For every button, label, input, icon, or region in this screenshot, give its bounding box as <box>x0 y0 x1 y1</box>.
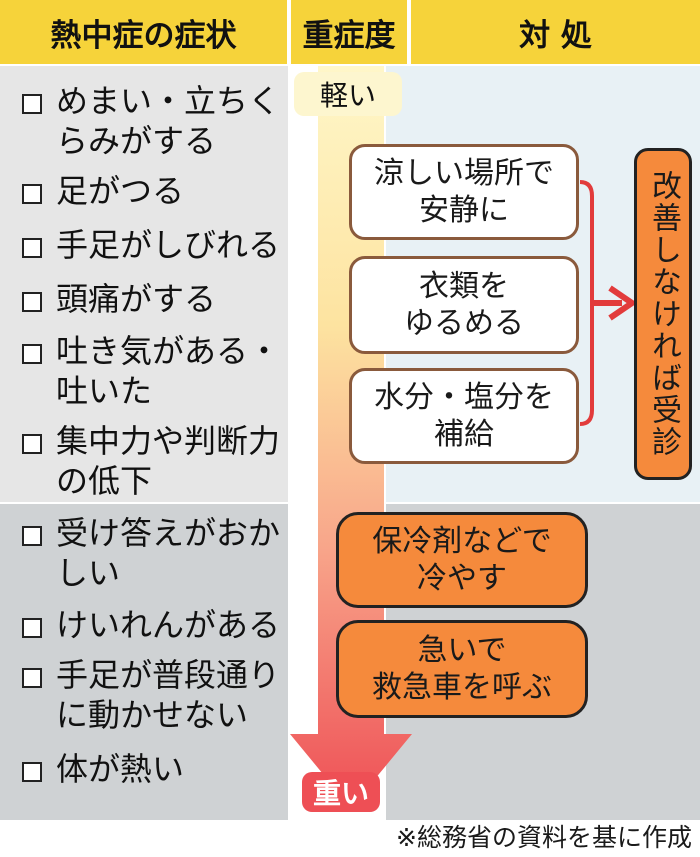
symptom-text: 足がつる <box>56 172 185 210</box>
action-box-rest: 涼しい場所で 安静に <box>349 144 579 240</box>
symptom-item: 体が熱い <box>22 749 184 789</box>
checkbox[interactable] <box>22 762 42 782</box>
action-box-hydrate: 水分・塩分を 補給 <box>349 368 579 464</box>
mild-symptoms-panel <box>0 66 288 502</box>
symptom-text: 集中力や判断力 の低下 <box>56 422 281 500</box>
symptom-text: 体が熱い <box>56 750 185 788</box>
symptom-item: めまい・立ちく らみがする <box>22 81 280 161</box>
checkbox[interactable] <box>22 238 42 258</box>
header-severity: 重症度 <box>291 0 407 64</box>
action-box-cool-down: 保冷剤などで 冷やす <box>336 512 588 608</box>
symptom-item: 手足がしびれる <box>22 225 280 265</box>
checkbox[interactable] <box>22 94 42 114</box>
checkbox[interactable] <box>22 618 42 638</box>
outcome-text: 改善しなければ受診 <box>646 170 681 458</box>
symptom-item: 頭痛がする <box>22 279 216 319</box>
bracket-arrow <box>579 180 635 426</box>
checkbox[interactable] <box>22 668 42 688</box>
symptom-item: けいれんがある <box>22 605 280 645</box>
checkbox[interactable] <box>22 184 42 204</box>
symptom-item: 足がつる <box>22 171 184 211</box>
symptom-text: 手足がしびれる <box>56 226 281 264</box>
outcome-see-doctor: 改善しなければ受診 <box>634 148 692 480</box>
header-response: 対 処 <box>411 0 700 64</box>
checkbox[interactable] <box>22 344 42 364</box>
severe-symptoms-panel <box>0 504 288 820</box>
symptom-text: めまい・立ちく らみがする <box>56 82 281 160</box>
checkbox[interactable] <box>22 434 42 454</box>
symptom-item: 受け答えがおか しい <box>22 513 280 593</box>
symptom-item: 集中力や判断力 の低下 <box>22 421 280 501</box>
symptom-text: 受け答えがおか しい <box>56 514 281 592</box>
symptom-item: 手足が普段通り に動かせない <box>22 655 280 735</box>
header-symptoms: 熱中症の症状 <box>0 0 287 64</box>
symptom-text: 手足が普段通り に動かせない <box>56 656 281 734</box>
action-box-call-ambulance: 急いで 救急車を呼ぶ <box>336 620 588 718</box>
source-note: ※総務省の資料を基に作成 <box>396 823 692 852</box>
severity-mild-label: 軽い <box>294 72 402 116</box>
checkbox[interactable] <box>22 292 42 312</box>
checkbox[interactable] <box>22 526 42 546</box>
symptom-text: 頭痛がする <box>56 280 217 318</box>
symptom-text: けいれんがある <box>56 606 281 644</box>
symptom-text: 吐き気がある・ 吐いた <box>56 332 281 410</box>
severity-severe-label: 重い <box>302 772 380 812</box>
symptom-item: 吐き気がある・ 吐いた <box>22 331 280 411</box>
action-box-loosen-clothes: 衣類を ゆるめる <box>349 256 579 354</box>
